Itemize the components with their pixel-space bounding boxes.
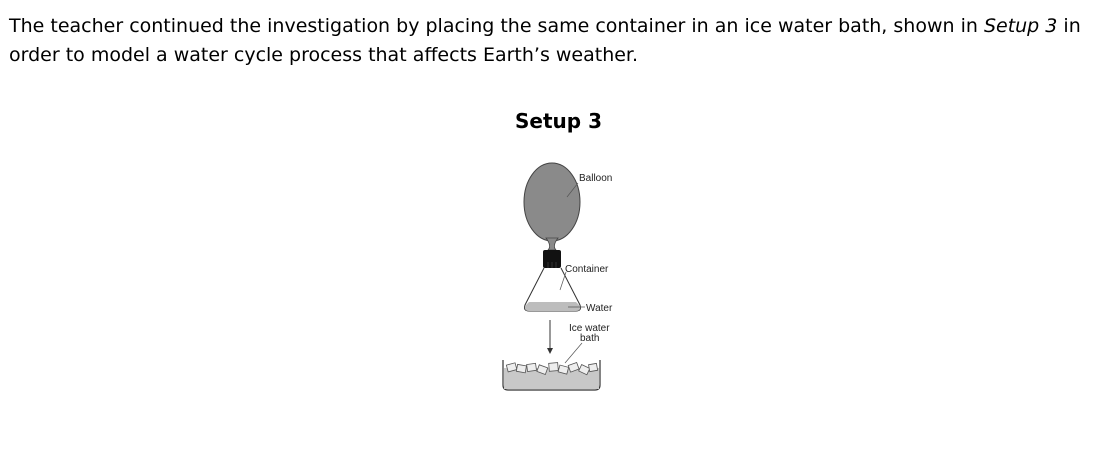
figure-title: Setup 3 — [515, 109, 602, 133]
ice-water-label-line2: bath — [580, 333, 599, 344]
container-label: Container — [565, 264, 609, 275]
ice-water-label-line1: Ice water — [569, 323, 610, 334]
container-flask — [524, 250, 581, 312]
water-label: Water — [586, 303, 613, 314]
balloon — [523, 162, 581, 251]
text-part: in order to model a water cycle process … — [9, 15, 1081, 66]
question-text: The teacher continued the investigation … — [9, 12, 1094, 70]
text-part: The teacher continued the investigation … — [9, 15, 984, 37]
balloon-label: Balloon — [579, 173, 612, 184]
ice-water-bath — [502, 360, 601, 391]
arrow-down-icon — [547, 348, 553, 354]
setup-reference: Setup 3 — [983, 15, 1058, 37]
